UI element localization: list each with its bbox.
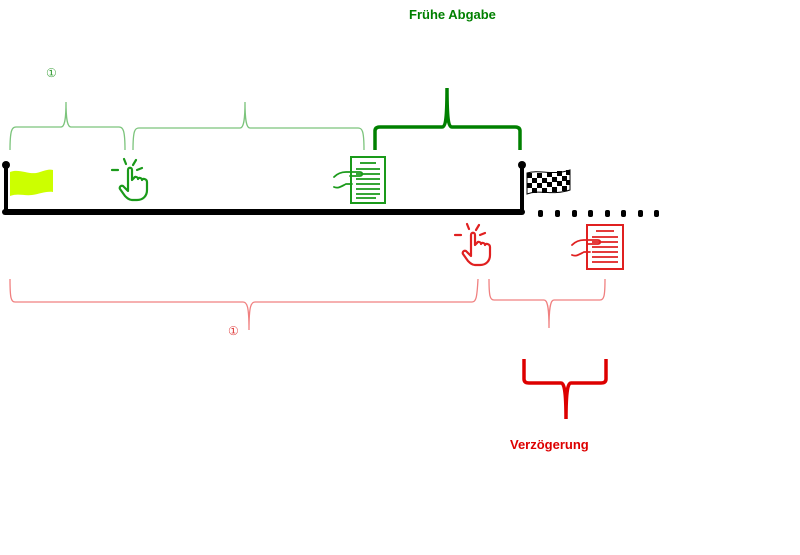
document-submit-icon: [333, 156, 386, 204]
brace-bottom-2: [488, 278, 606, 329]
checkered-flag-icon: [526, 169, 571, 195]
top-marker: ①: [46, 66, 57, 80]
hand-click-icon: [110, 157, 149, 202]
brace-early-submission: [373, 87, 522, 150]
hand-click-icon-late: [453, 222, 492, 267]
brace-top-2: [132, 101, 365, 151]
delay-label: Verzögerung: [510, 437, 589, 452]
document-submit-icon-late: [571, 224, 624, 270]
brace-top-1: [9, 101, 126, 151]
brace-bottom-1: [9, 278, 479, 331]
early-submission-label: Frühe Abgabe: [409, 7, 496, 22]
finish-pole-knob: [518, 161, 526, 169]
brace-delay: [522, 359, 608, 420]
timeline-overdue-dots: [538, 210, 659, 217]
start-flag-icon: [10, 169, 53, 196]
start-pole-knob: [2, 161, 10, 169]
bottom-marker: ①: [228, 324, 239, 338]
